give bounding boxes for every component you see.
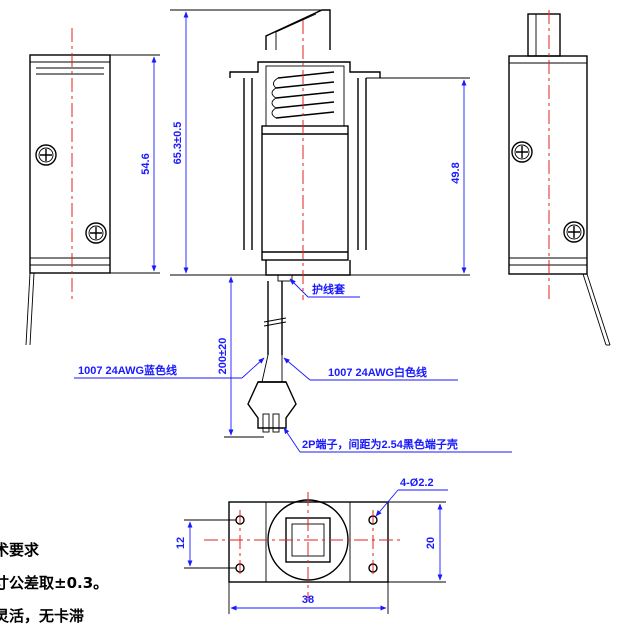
dim-hole-spacing: 12 [175,537,187,549]
callout-sleeve: 护线套 [289,278,360,298]
notes-line-2: 灵活，无卡滞 [0,607,84,625]
technical-notes: 术要求 寸公差取±0.3。 灵活，无卡滞 [0,541,108,625]
dim-height-body: 49.8 [450,162,462,183]
screw-icon [35,144,57,166]
callout-white-wire: 1007 24AWG白色线 [283,357,458,381]
right-side-view [508,10,611,346]
notes-line-1: 寸公差取±0.3。 [0,574,108,592]
dim-height-total: 65.3±0.5 [172,122,184,165]
screw-icon [85,222,107,244]
notes-title: 术要求 [0,541,40,559]
dim-bottom-depth: 20 [425,537,437,549]
svg-text:1007 24AWG蓝色线: 1007 24AWG蓝色线 [78,363,177,377]
dim-height-side: 54.6 [140,153,152,174]
dim-holes: 4-Ø2.2 [400,477,434,489]
svg-text:护线套: 护线套 [312,282,346,296]
callout-blue-wire: 1007 24AWG蓝色线 [74,357,265,379]
left-side-view: 54.6 [25,28,160,346]
svg-text:2P端子，间距为2.54黑色端子壳: 2P端子，间距为2.54黑色端子壳 [302,437,458,451]
screw-icon [511,141,533,163]
dim-wire-length: 200±20 [217,338,229,375]
callout-connector: 2P端子，间距为2.54黑色端子壳 [283,427,512,453]
bottom-view: 12 20 38 4-Ø2.2 [175,477,448,614]
svg-text:1007 24AWG白色线: 1007 24AWG白色线 [328,365,427,379]
screw-icon [563,221,585,243]
front-view: 65.3±0.5 49.8 200±20 [170,9,470,438]
dim-bottom-width: 38 [302,594,314,606]
